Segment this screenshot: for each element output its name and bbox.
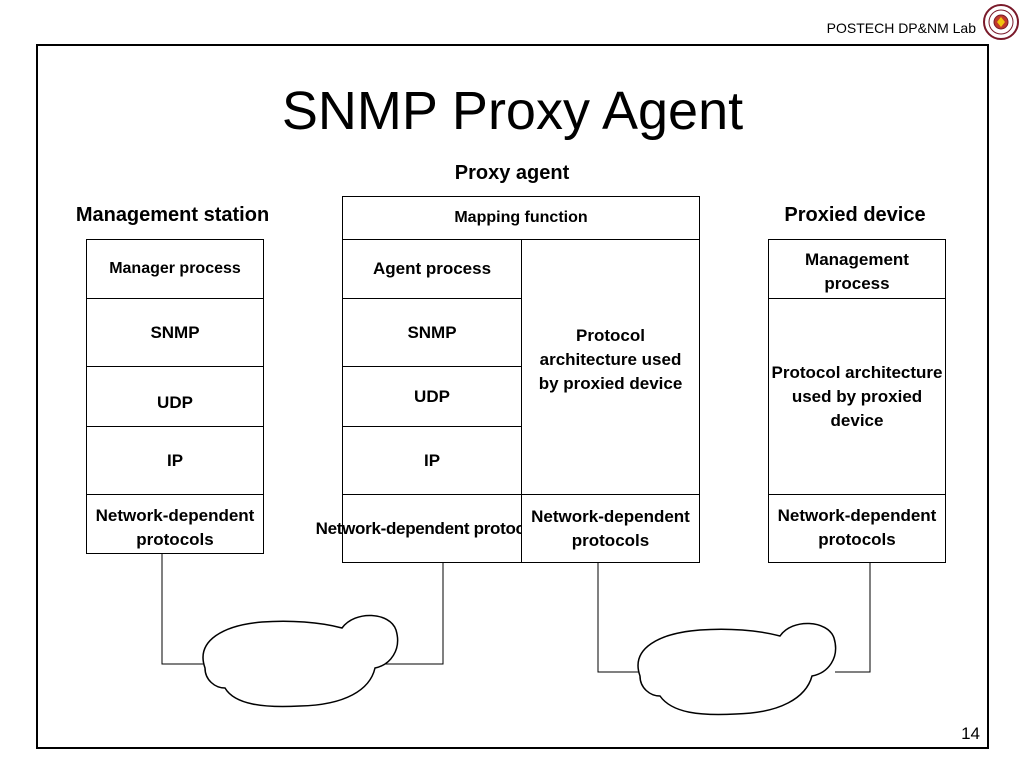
proxy-to-network2-line: [597, 562, 642, 673]
proxy-network-layer-right: Network-dependent protocols: [521, 494, 700, 563]
device-to-network2-line: [835, 562, 871, 673]
station-udp-layer: UDP: [86, 366, 264, 427]
agent-process-layer: Agent process: [342, 239, 522, 299]
slide-frame: [36, 44, 989, 749]
station-to-network1-line: [161, 553, 205, 665]
proxy-agent-heading: Proxy agent: [454, 162, 570, 184]
station-ip-layer: IP: [86, 426, 264, 495]
proxied-device-heading: Proxied device: [784, 204, 926, 226]
device-management-process-layer: Management process: [768, 239, 946, 299]
network-cloud-2: [637, 622, 837, 716]
proxy-ip-layer: IP: [342, 426, 522, 495]
proxy-to-network1-line: [372, 562, 444, 665]
proxy-snmp-layer: SNMP: [342, 298, 522, 367]
slide-title: SNMP Proxy Agent: [281, 81, 744, 141]
proxy-network-layer-left: Network-dependent protocols: [316, 494, 549, 563]
lab-name: POSTECH DP&NM Lab: [826, 20, 976, 36]
manager-process-layer: Manager process: [86, 239, 264, 299]
station-snmp-layer: SNMP: [86, 298, 264, 367]
page-number: 14: [961, 724, 980, 743]
station-network-layer: Network-dependent protocols: [86, 494, 264, 554]
management-station-heading: Management station: [75, 204, 270, 226]
network-cloud-1: [202, 614, 399, 708]
university-seal-logo: [982, 3, 1020, 41]
proxied-protocol-block: Protocol architecture used by proxied de…: [521, 239, 700, 495]
device-protocol-block: Protocol architecture used by proxied de…: [768, 298, 946, 495]
mapping-function-layer: Mapping function: [342, 196, 700, 240]
proxy-udp-layer: UDP: [342, 366, 522, 427]
device-network-layer: Network-dependent protocols: [768, 494, 946, 563]
